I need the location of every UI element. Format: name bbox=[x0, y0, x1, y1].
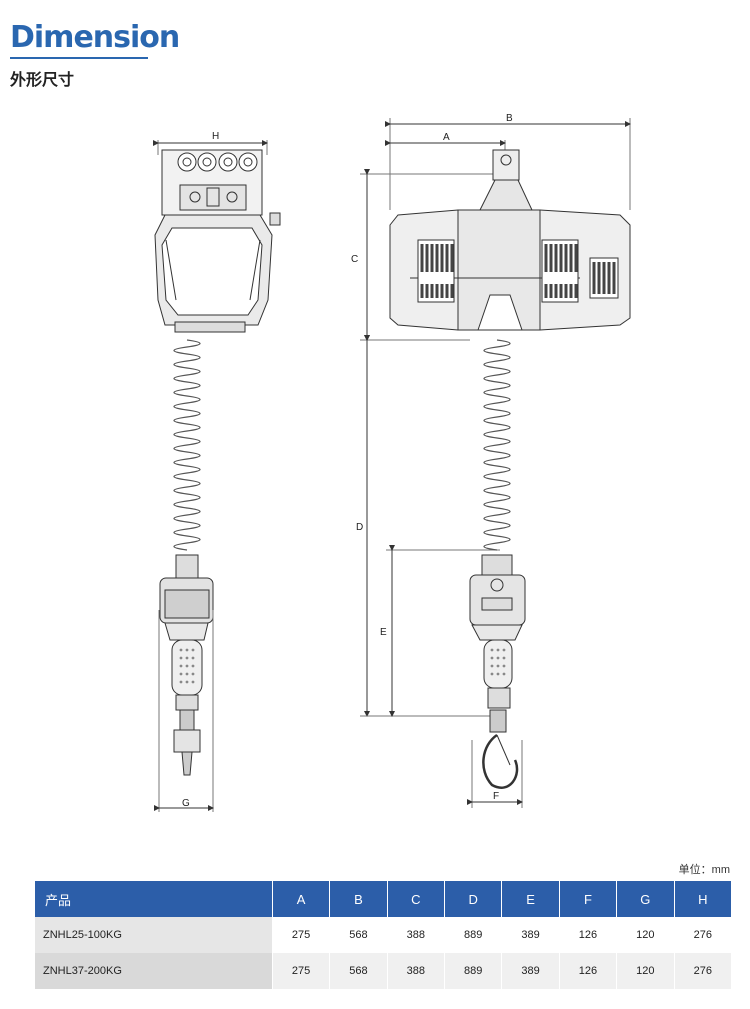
table-header-cell: D bbox=[444, 881, 503, 917]
dim-label-f: F bbox=[493, 791, 499, 802]
table-cell: 388 bbox=[387, 917, 446, 953]
dim-label-c: C bbox=[351, 254, 358, 265]
table-row: ZNHL37-200KG 275 568 388 889 389 126 120… bbox=[35, 953, 733, 989]
table-cell: 388 bbox=[387, 953, 446, 989]
spec-table: 产品 A B C D E F G H ZNHL25-100KG 275 568 … bbox=[35, 881, 733, 989]
table-cell: 275 bbox=[272, 953, 331, 989]
table-cell: ZNHL25-100KG bbox=[35, 917, 273, 953]
dim-label-a: A bbox=[443, 132, 450, 143]
table-header-row: 产品 A B C D E F G H bbox=[35, 881, 733, 917]
table-header-cell: H bbox=[674, 881, 733, 917]
table-cell: 389 bbox=[501, 953, 560, 989]
table-header-cell: B bbox=[329, 881, 388, 917]
table-header-cell: C bbox=[387, 881, 446, 917]
table-header-cell: 产品 bbox=[35, 881, 273, 917]
page-title-cn: 外形尺寸 bbox=[10, 72, 75, 89]
table-cell: ZNHL37-200KG bbox=[35, 953, 273, 989]
page-title-en: Dimension bbox=[10, 20, 180, 55]
table-row: ZNHL25-100KG 275 568 388 889 389 126 120… bbox=[35, 917, 733, 953]
table-header-cell: E bbox=[501, 881, 560, 917]
table-cell: 389 bbox=[501, 917, 560, 953]
table-cell: 568 bbox=[329, 917, 388, 953]
side-view bbox=[153, 140, 281, 812]
dim-label-h: H bbox=[212, 131, 219, 142]
dim-label-b: B bbox=[506, 113, 513, 124]
front-view bbox=[360, 118, 631, 808]
title-underline bbox=[10, 57, 148, 59]
dim-label-d: D bbox=[356, 522, 363, 533]
table-cell: 126 bbox=[559, 953, 618, 989]
table-header-cell: G bbox=[616, 881, 675, 917]
table-cell: 889 bbox=[444, 953, 503, 989]
table-cell: 889 bbox=[444, 917, 503, 953]
table-cell: 275 bbox=[272, 917, 331, 953]
unit-note: 单位：mm bbox=[678, 864, 730, 876]
table-cell: 120 bbox=[616, 917, 675, 953]
table-cell: 120 bbox=[616, 953, 675, 989]
table-cell: 276 bbox=[674, 953, 733, 989]
table-cell: 126 bbox=[559, 917, 618, 953]
technical-drawing: H G B A C D E F bbox=[153, 113, 631, 812]
dim-label-g: G bbox=[182, 798, 190, 809]
table-header-cell: F bbox=[559, 881, 618, 917]
table-header-cell: A bbox=[272, 881, 331, 917]
table-cell: 568 bbox=[329, 953, 388, 989]
table-cell: 276 bbox=[674, 917, 733, 953]
dim-label-e: E bbox=[380, 627, 387, 638]
